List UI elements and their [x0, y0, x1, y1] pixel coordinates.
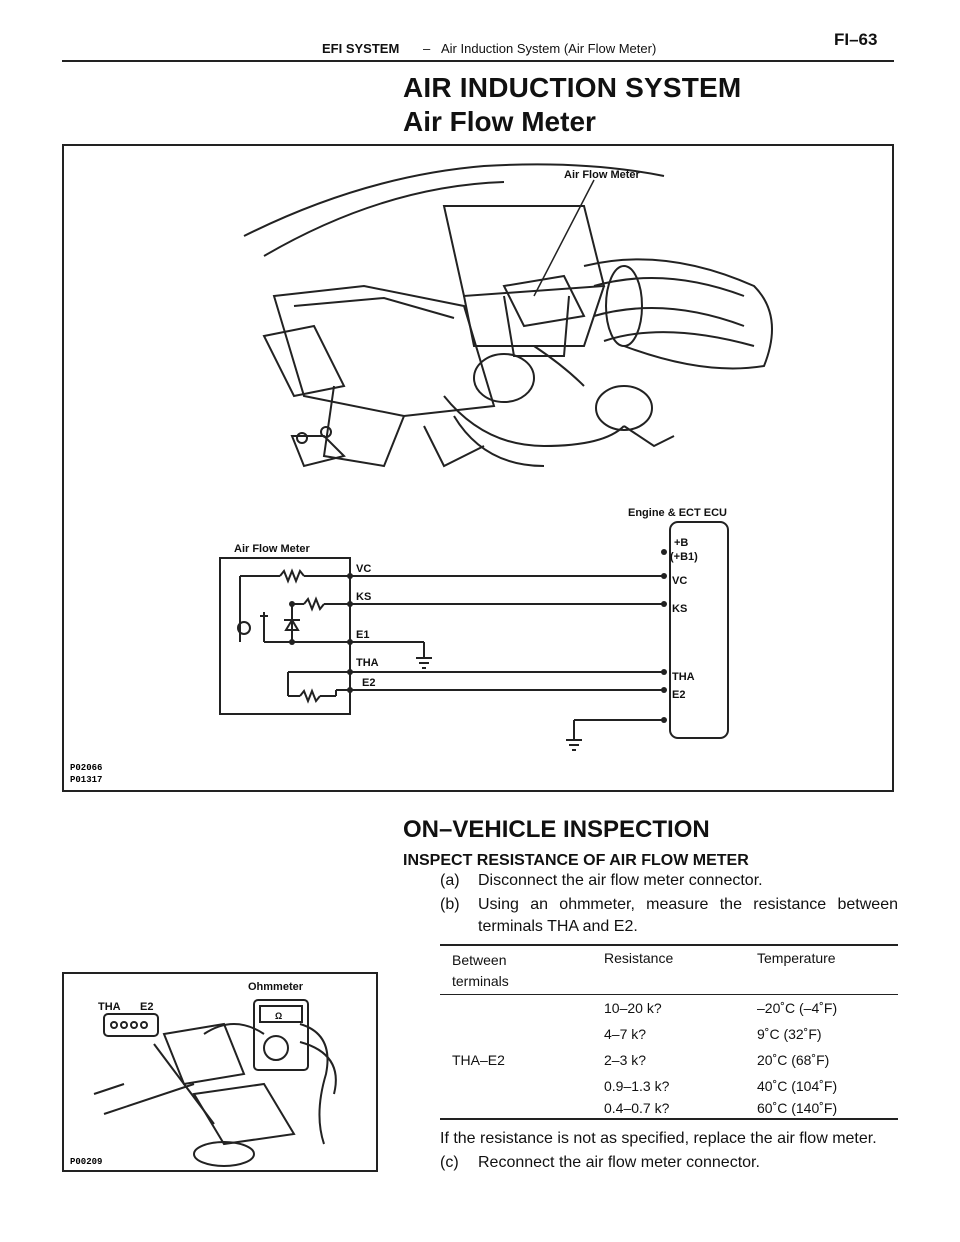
- ecu-terminal-b: +B: [674, 537, 688, 549]
- step-marker: (a): [440, 872, 460, 889]
- figure-code-1: P02066: [70, 763, 102, 773]
- header-dash: –: [423, 41, 431, 56]
- table-cell-temperature: 20˚C (68˚F): [757, 1052, 830, 1068]
- figure-code-2: P01317: [70, 775, 102, 785]
- ecu-terminal-e2: E2: [672, 689, 685, 701]
- step-marker: (b): [440, 896, 460, 913]
- label-air-flow-meter: Air Flow Meter: [564, 169, 641, 181]
- resistance-table: [440, 944, 898, 1120]
- table-cell-resistance: 10–20 k?: [604, 1000, 662, 1016]
- figure-ohmmeter-test: THA E2 Ohmmeter Ω P00209: [62, 972, 378, 1172]
- label-engine-ect-ecu: Engine & ECT ECU: [628, 507, 727, 519]
- replace-note: If the resistance is not as specified, r…: [440, 1130, 877, 1147]
- meter-terminal-e1: E1: [356, 629, 369, 641]
- header-section: EFI SYSTEM: [322, 41, 400, 56]
- figure-engine-and-wiring: Air Flow Meter Engine & ECT ECU Air Flow…: [62, 144, 894, 792]
- table-header-temperature: Temperature: [757, 950, 836, 966]
- table-cell-resistance: 0.9–1.3 k?: [604, 1078, 670, 1094]
- page-title: AIR INDUCTION SYSTEM: [403, 72, 742, 103]
- step-b: (b) Using an ohmmeter, measure the resis…: [440, 896, 900, 940]
- step-marker: (c): [440, 1154, 459, 1171]
- table-header-resistance: Resistance: [604, 950, 674, 966]
- label-e2: E2: [140, 1001, 153, 1013]
- section-subtitle: INSPECT RESISTANCE OF AIR FLOW METER: [403, 852, 749, 869]
- connector-shape: [103, 1013, 159, 1037]
- table-cell-temperature: 9˚C (32˚F): [757, 1026, 822, 1042]
- step-text-line1: Using an ohmmeter, measure the resistanc…: [478, 896, 898, 913]
- ohmmeter-body: [253, 999, 309, 1071]
- table-cell-temperature: –20˚C (–4˚F): [757, 1000, 838, 1016]
- step-text-line2: terminals THA and E2.: [478, 918, 638, 935]
- ecu-terminal-tha: THA: [672, 671, 695, 683]
- page-number: FI–63: [834, 30, 878, 49]
- ohm-symbol: Ω: [275, 1011, 282, 1021]
- table-cell-resistance: 2–3 k?: [604, 1052, 647, 1068]
- table-header-between-line2: terminals: [452, 973, 509, 989]
- page-subtitle: Air Flow Meter: [403, 106, 596, 137]
- table-cell-temperature: 60˚C (140˚F): [757, 1100, 838, 1116]
- meter-terminal-tha: THA: [356, 657, 379, 669]
- meter-terminal-e2: E2: [362, 677, 375, 689]
- label-air-flow-meter-box: Air Flow Meter: [234, 543, 311, 555]
- figure-code: P00209: [70, 1157, 102, 1167]
- ohmmeter-illustration: THA E2 Ohmmeter Ω P00209: [70, 981, 337, 1167]
- meter-terminal-ks: KS: [356, 591, 371, 603]
- step-text: Reconnect the air flow meter connector.: [478, 1154, 760, 1171]
- table-cell-resistance: 0.4–0.7 k?: [604, 1100, 670, 1116]
- table-header-between-line1: Between: [452, 952, 507, 968]
- header-rule: [62, 60, 894, 62]
- air-flow-meter-box: [219, 557, 351, 715]
- table-header-rule: [440, 994, 898, 995]
- step-c: (c) Reconnect the air flow meter connect…: [440, 1154, 900, 1176]
- ecu-terminal-vc: VC: [672, 575, 687, 587]
- step-a: (a) Disconnect the air flow meter connec…: [440, 872, 900, 894]
- table-header-between: Between terminals: [452, 950, 509, 992]
- label-tha: THA: [98, 1001, 121, 1013]
- label-ohmmeter: Ohmmeter: [248, 981, 304, 993]
- table-cell-resistance: 4–7 k?: [604, 1026, 647, 1042]
- table-cell-temperature: 40˚C (104˚F): [757, 1078, 838, 1094]
- ecu-terminal-b1: (+B1): [670, 551, 698, 563]
- step-text: Disconnect the air flow meter connector.: [478, 872, 763, 889]
- header-subtitle: Air Induction System (Air Flow Meter): [441, 41, 657, 56]
- section-title: ON–VEHICLE INSPECTION: [403, 816, 710, 843]
- ecu-box: [669, 521, 729, 739]
- meter-terminal-vc: VC: [356, 563, 371, 575]
- ecu-terminal-ks: KS: [672, 603, 687, 615]
- engine-wiring-illustration: Air Flow Meter Engine & ECT ECU Air Flow…: [70, 163, 773, 785]
- table-cell-terminals: THA–E2: [452, 1052, 505, 1068]
